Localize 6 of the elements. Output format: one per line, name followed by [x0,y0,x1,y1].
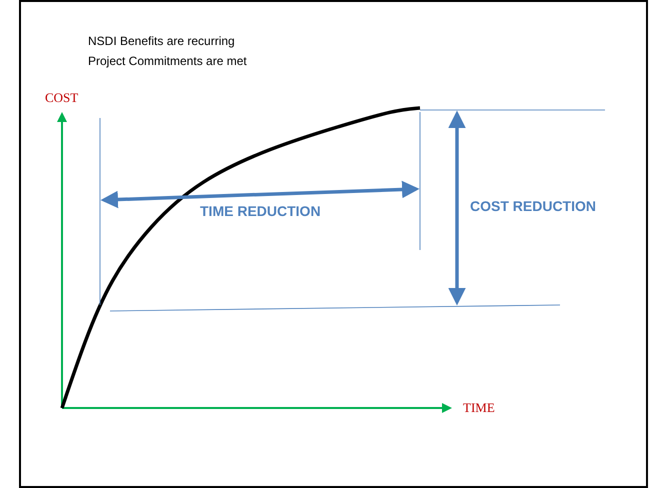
axis-label: COST [45,90,78,106]
note-text: Project Commitments are met [88,54,247,68]
note-text: NSDI Benefits are recurring [88,34,235,48]
axis-label: TIME [463,400,495,416]
dimension-label: COST REDUCTION [470,198,596,215]
dimension-label: TIME REDUCTION [200,203,321,220]
